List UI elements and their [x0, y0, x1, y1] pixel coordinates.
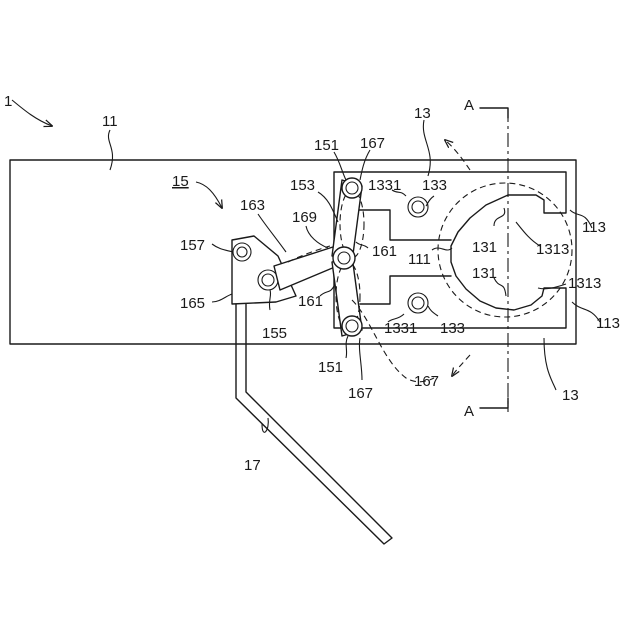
section-mark-bottom	[480, 398, 508, 408]
label-13-bottom: 13	[562, 387, 579, 404]
label-1331-bottom: 1331	[384, 320, 417, 337]
label-151-bottom: 151	[318, 359, 343, 376]
leader-131-top	[494, 208, 505, 226]
leader-161-upper	[356, 242, 368, 248]
label-131-top: 131	[472, 239, 497, 256]
label-1313-bottom: 1313	[568, 275, 601, 292]
label-167-bottom: 167	[348, 385, 373, 402]
label-17: 17	[244, 457, 261, 474]
label-155: 155	[262, 325, 287, 342]
label-131-bottom: 131	[472, 265, 497, 282]
label-section-a-top: A	[464, 97, 474, 114]
label-113-bottom: 113	[596, 315, 620, 332]
pin-153-outer	[333, 247, 355, 269]
label-157: 157	[180, 237, 205, 254]
label-section-a-bottom: A	[464, 403, 474, 420]
rotation-arrow-bottom	[452, 355, 470, 376]
label-11: 11	[102, 113, 118, 130]
leader-167-top	[360, 150, 370, 180]
label-15: 15	[172, 173, 189, 190]
label-1313-top: 1313	[536, 241, 569, 258]
label-151-top: 151	[314, 137, 339, 154]
label-1: 1	[4, 93, 12, 110]
label-113-top: 113	[582, 219, 606, 236]
lever-handle	[236, 300, 392, 544]
label-165: 165	[180, 295, 205, 312]
label-1331-top: 1331	[368, 177, 401, 194]
leader-13-top	[423, 120, 430, 176]
label-153: 153	[290, 177, 315, 194]
fastener-133-bottom-outer	[408, 293, 428, 313]
leader-1	[12, 100, 52, 126]
leader-151-bottom	[346, 336, 348, 358]
leader-133-top	[426, 196, 434, 206]
leader-111	[432, 248, 452, 250]
label-161-upper: 161	[372, 243, 397, 260]
label-111: 111	[408, 251, 431, 268]
label-167-top: 167	[360, 135, 385, 152]
holder-slot	[356, 210, 451, 304]
fastener-133-top-outer	[408, 197, 428, 217]
label-163: 163	[240, 197, 265, 214]
leader-169	[306, 226, 328, 248]
label-161-lower: 161	[298, 293, 323, 310]
leader-15	[196, 182, 222, 208]
leader-157	[212, 244, 233, 252]
leader-11	[108, 130, 112, 170]
leader-151-top	[334, 152, 346, 180]
label-13-top: 13	[414, 105, 431, 122]
label-133-bottom: 133	[440, 320, 465, 337]
fastener-133-bottom-inner	[412, 297, 424, 309]
fastener-133-top-inner	[412, 201, 424, 213]
rotation-arrow-top	[445, 140, 470, 170]
leader-165	[212, 294, 232, 302]
label-133-top: 133	[422, 177, 447, 194]
pin-151-top-outer	[342, 178, 362, 198]
label-169: 169	[292, 209, 317, 226]
leader-153	[318, 192, 338, 222]
pin-151-bottom-outer	[342, 316, 362, 336]
leader-133-bottom	[428, 306, 438, 316]
leader-13-bottom	[544, 338, 556, 390]
section-mark-top	[480, 108, 508, 118]
label-167-dashed: 167	[414, 373, 439, 390]
